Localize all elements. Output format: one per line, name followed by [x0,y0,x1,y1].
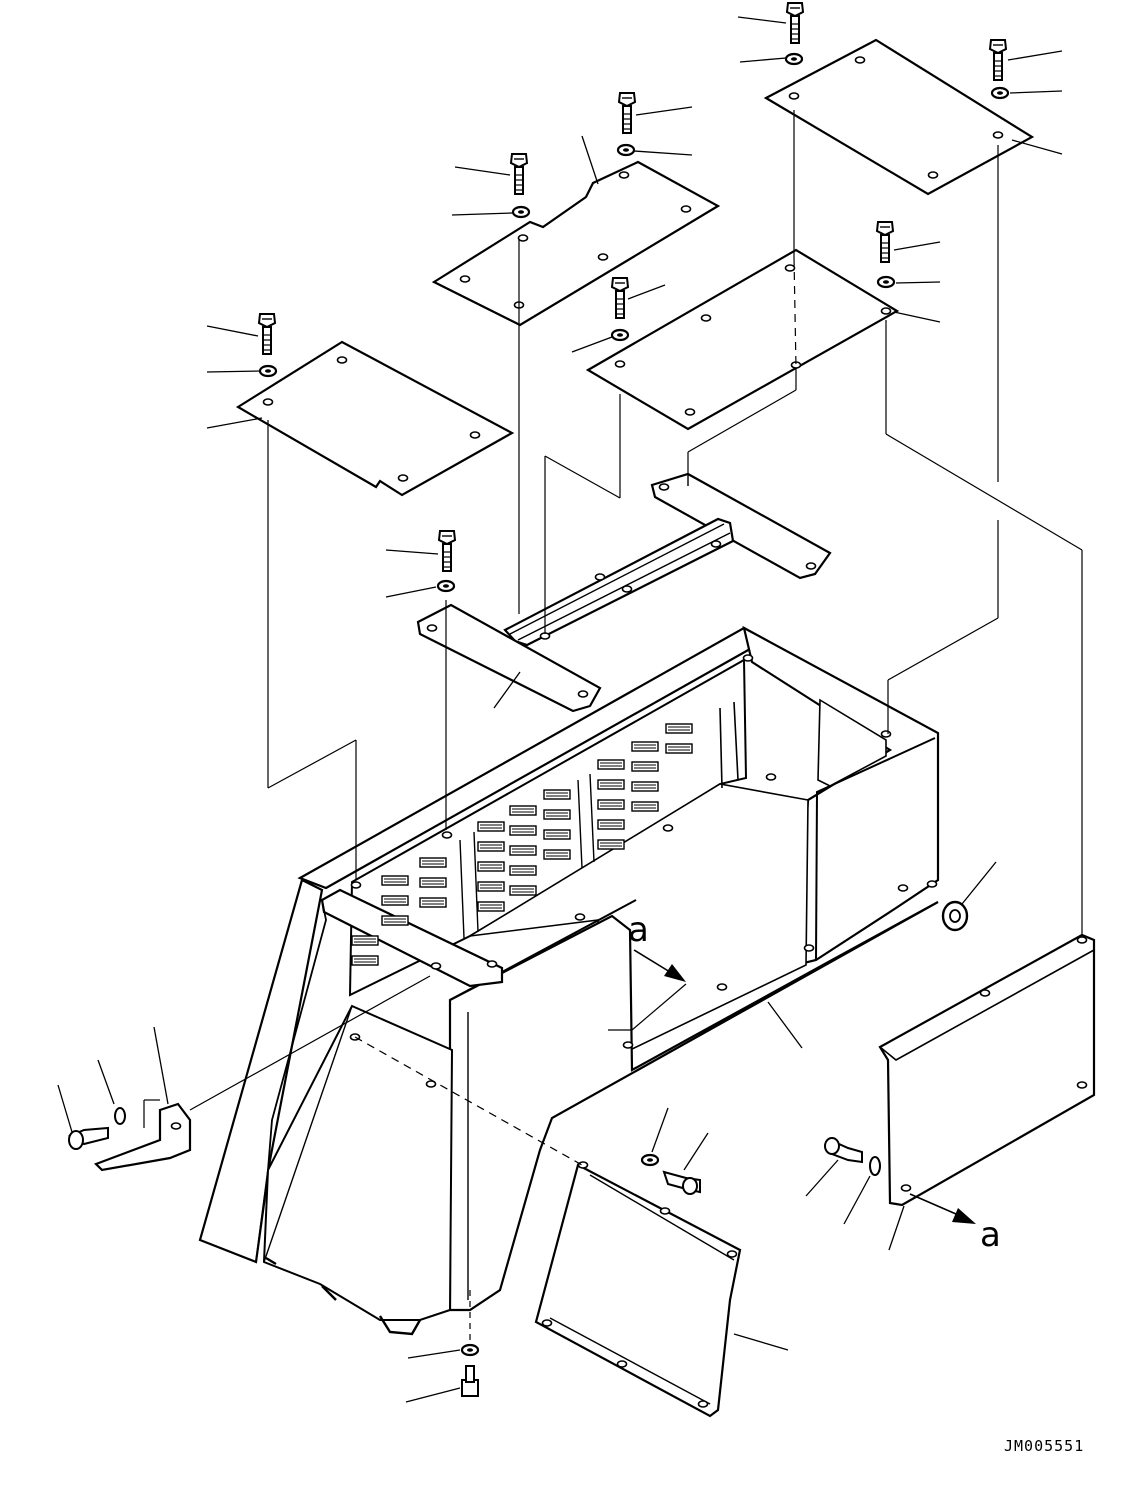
hex-bolt-front [662,1170,701,1195]
bolt-bracket [438,530,456,572]
top-right-cover-plate [763,38,1035,196]
bolt-center-1 [618,92,636,134]
washer-side [869,1156,881,1176]
leader-lines [57,16,1063,1403]
bolt-midright-2 [611,277,629,319]
bolt-bottom [461,1365,479,1397]
assembly-lines [143,110,1083,1345]
hex-bolt-side [824,1137,863,1164]
view-a-arrow-side [909,1193,976,1224]
longitudinal-rail [503,517,735,647]
view-label-a-side: a [980,1215,1001,1255]
right-side-access-panel [878,933,1096,1207]
center-notched-cover-plate [431,160,721,327]
front-lower-cover-panel [534,1161,742,1418]
bolt-left-plate [258,313,276,355]
view-a-arrow-top [633,949,686,982]
middle-right-cover-plate [585,248,900,431]
bolt-top-1 [786,2,804,44]
left-cover-plate [235,340,515,497]
bolt-top-2 [989,39,1007,81]
view-label-a-top: a [628,910,649,950]
left-l-bracket [94,1102,192,1172]
hex-bolt-left [67,1126,109,1150]
drawing-number: JM005551 [1004,1437,1085,1455]
washer-left [114,1107,126,1125]
grommet [941,900,969,932]
bolt-center-2 [510,153,528,195]
bolt-midright-1 [876,221,894,263]
